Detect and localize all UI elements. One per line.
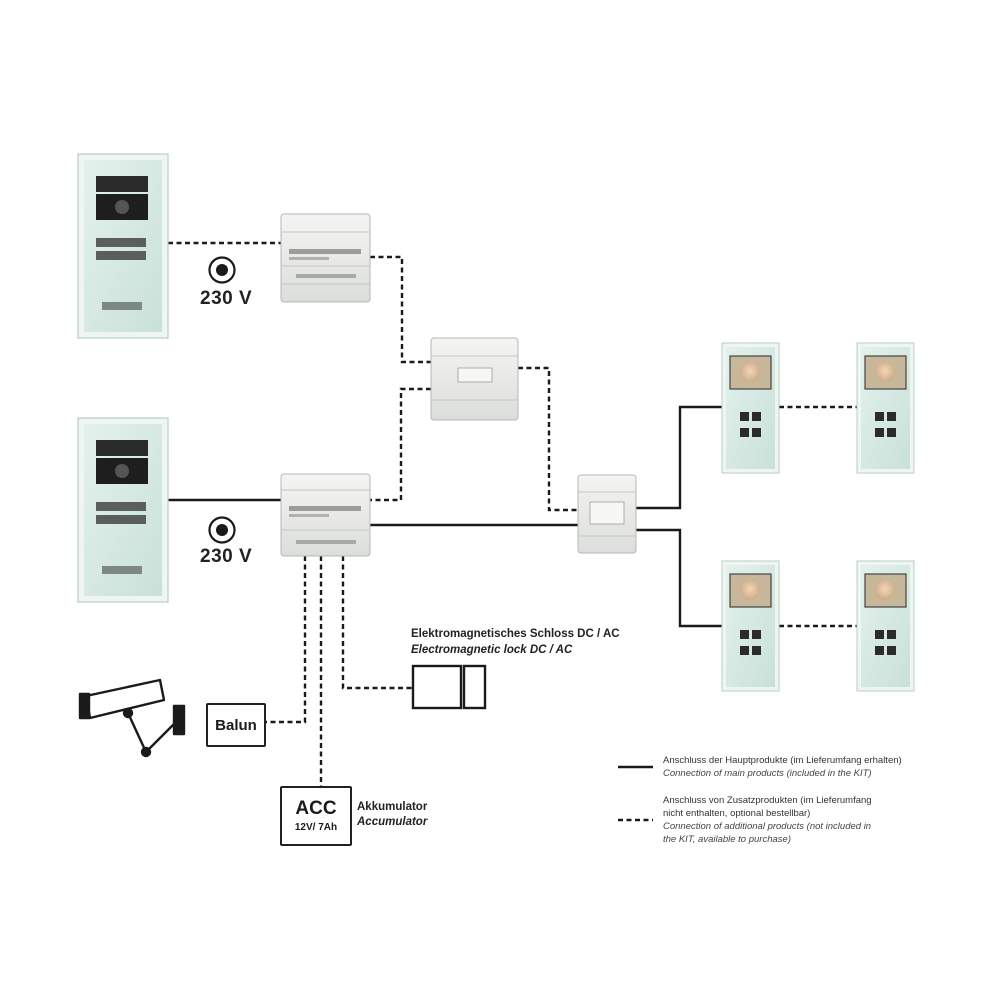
video-distributor bbox=[430, 337, 519, 421]
monitor-distributor bbox=[577, 474, 637, 554]
legend-solid: Anschluss der Hauptprodukte (im Lieferum… bbox=[663, 754, 902, 780]
indoor-monitor-3 bbox=[721, 560, 780, 692]
electromagnetic-lock-icon bbox=[411, 664, 487, 710]
controller-top bbox=[280, 213, 371, 303]
indoor-monitor-2 bbox=[856, 342, 915, 474]
indoor-monitor-1 bbox=[721, 342, 780, 474]
legend-dashed: Anschluss von Zusatzprodukten (im Liefer… bbox=[663, 794, 872, 846]
power-socket-top bbox=[208, 256, 236, 284]
power-socket-bottom bbox=[208, 516, 236, 544]
legend-dashed-en-1: Connection of additional products (not i… bbox=[663, 821, 872, 832]
legend-dashed-de-1: Anschluss von Zusatzprodukten (im Liefer… bbox=[663, 795, 872, 806]
outdoor-station-top bbox=[77, 153, 169, 339]
legend-dashed-de-2: nicht enthalten, optional bestellbar) bbox=[663, 808, 811, 819]
main-wires bbox=[168, 405, 722, 628]
accumulator-title: ACC bbox=[295, 798, 337, 819]
legend-solid-de: Anschluss der Hauptprodukte (im Lieferum… bbox=[663, 755, 902, 766]
camera-icon bbox=[78, 678, 186, 758]
balun-box: Balun bbox=[206, 703, 266, 747]
voltage-label-bottom: 230 V bbox=[200, 546, 253, 567]
legend-solid-en: Connection of main products (included in… bbox=[663, 768, 872, 779]
additional-wires bbox=[168, 241, 857, 786]
legend-samples bbox=[618, 765, 653, 822]
outdoor-station-bottom bbox=[77, 417, 169, 603]
legend-dashed-en-2: the KIT, available to purchase) bbox=[663, 834, 791, 845]
accumulator-label-de: Akkumulator bbox=[357, 801, 428, 813]
lock-label-en: Electromagnetic lock DC / AC bbox=[411, 644, 573, 656]
lock-label-de: Elektromagnetisches Schloss DC / AC bbox=[411, 628, 620, 640]
accumulator-box: ACC 12V/ 7Ah bbox=[280, 786, 352, 846]
accumulator-spec: 12V/ 7Ah bbox=[294, 822, 338, 833]
accumulator-label-en: Accumulator bbox=[357, 816, 428, 828]
balun-label: Balun bbox=[215, 716, 257, 734]
indoor-monitor-4 bbox=[856, 560, 915, 692]
controller-bottom bbox=[280, 473, 371, 557]
voltage-label-top: 230 V bbox=[200, 288, 253, 309]
